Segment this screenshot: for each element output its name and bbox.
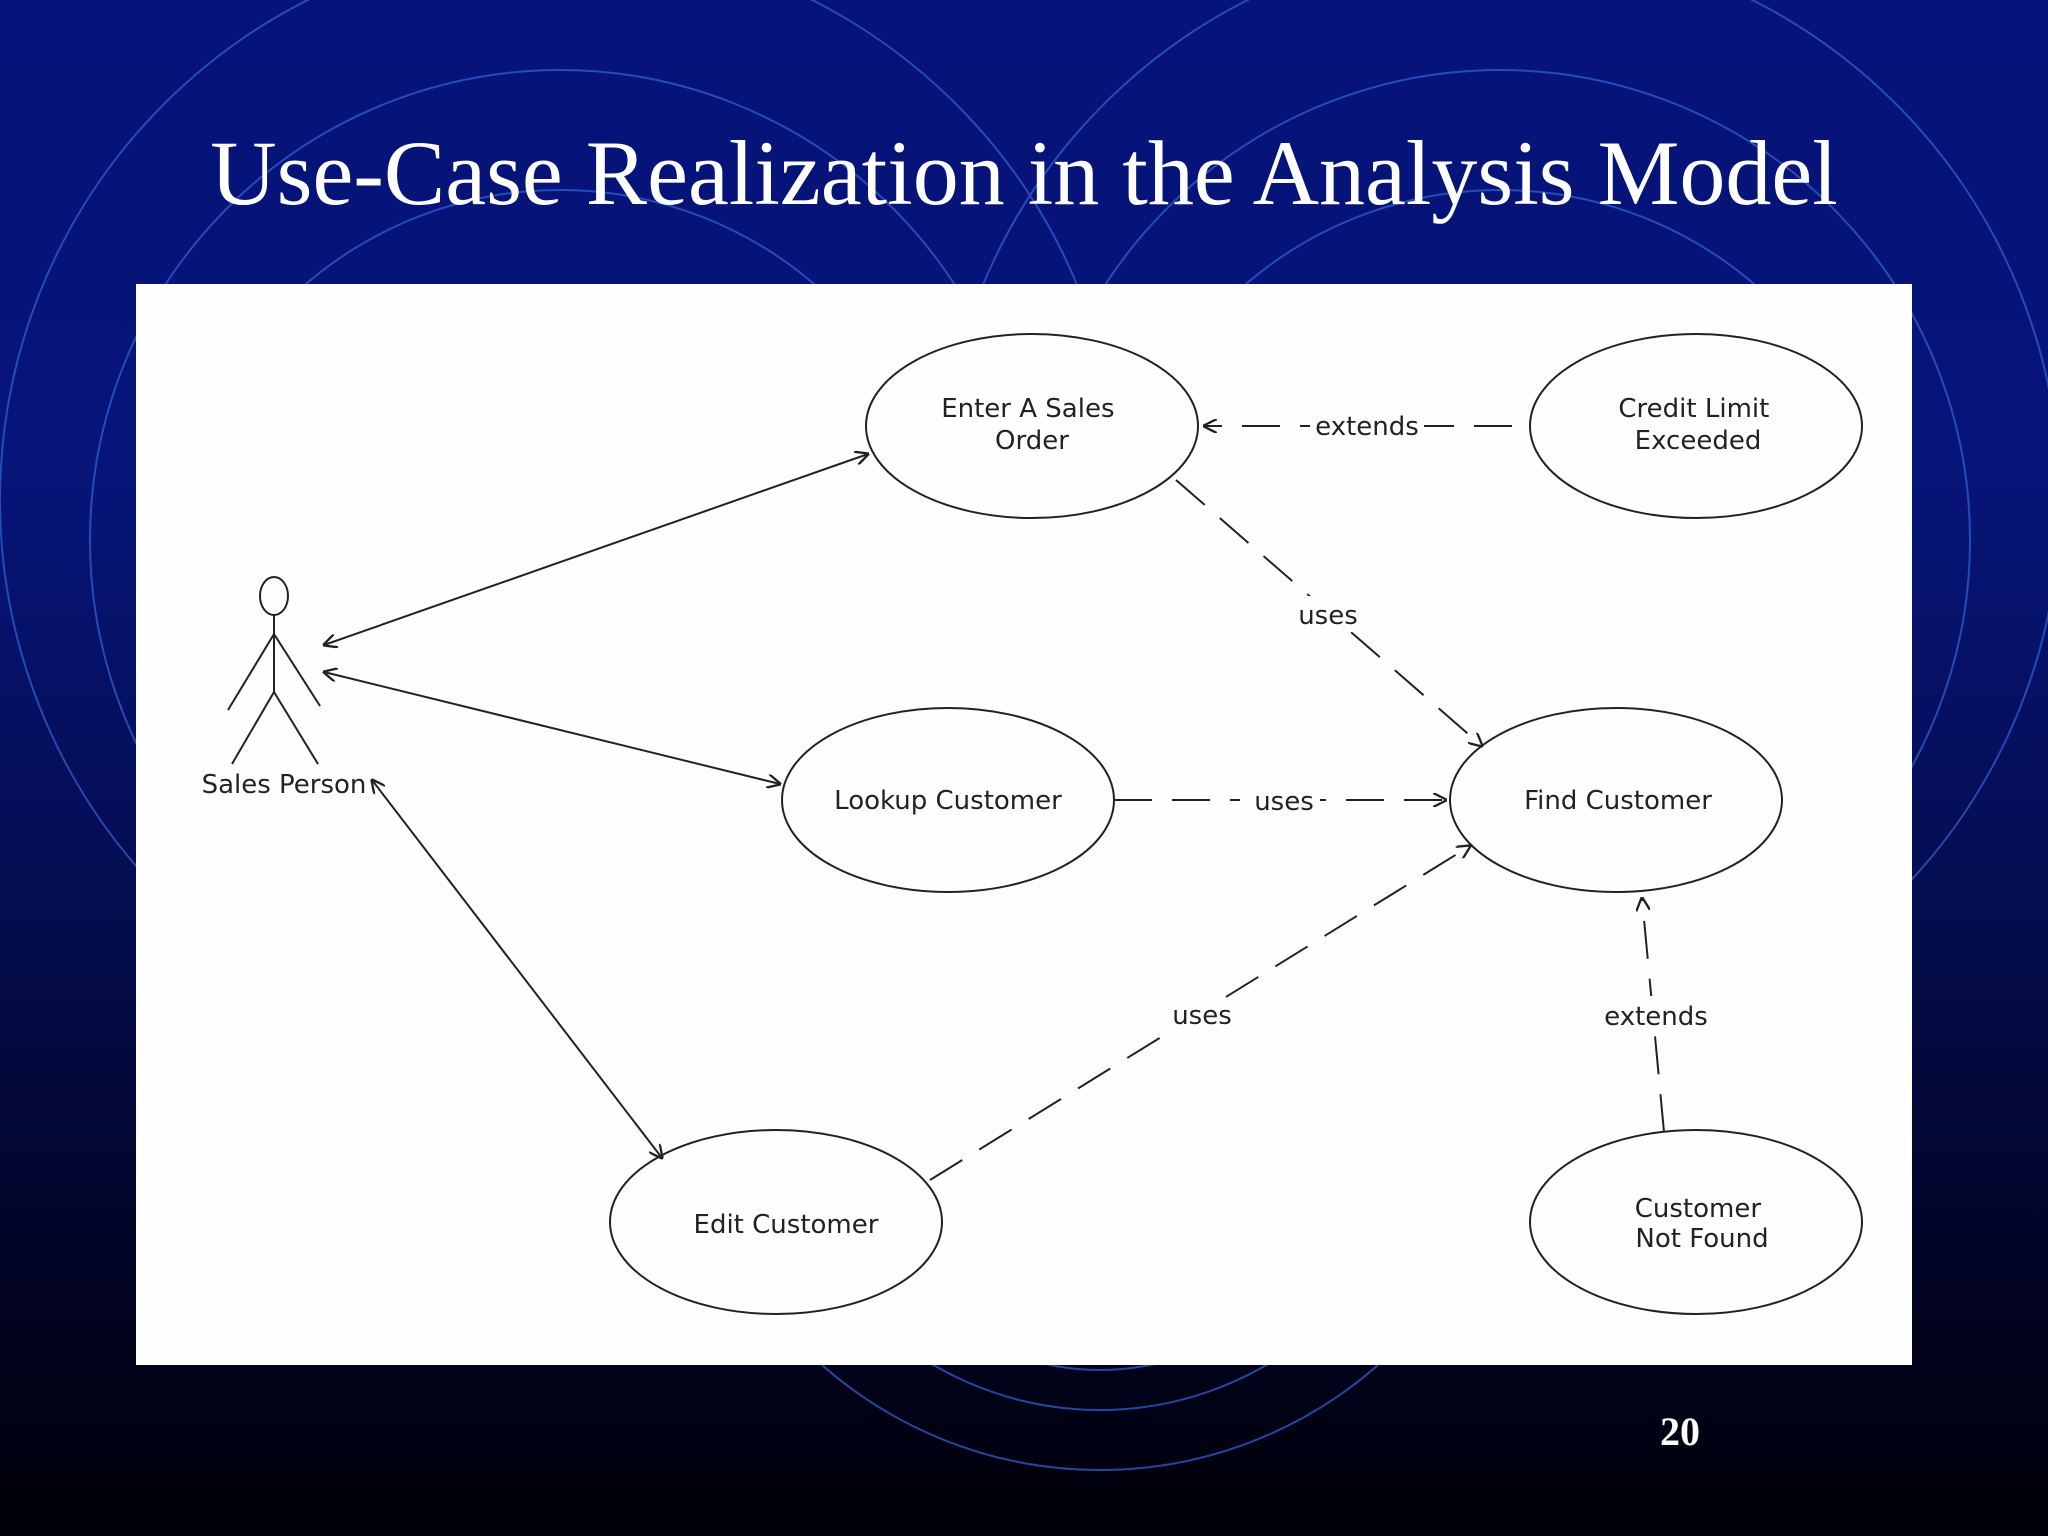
diagram-canvas: Sales Person Enter A Sales Order Credit … [202, 333, 1863, 1315]
edge-label-bg [1310, 404, 1424, 444]
association-actor-edit-customer [372, 780, 662, 1158]
actor-head [259, 576, 289, 616]
use-case-label-line: Exceeded [1635, 426, 1762, 456]
edge-label-bg [1596, 996, 1714, 1034]
use-case-label-line: Customer [1635, 1194, 1762, 1224]
edge-label-extends-credit-limit: extends [1315, 412, 1419, 442]
actor-right-leg [273, 691, 319, 765]
use-case-edit-customer [609, 1129, 943, 1315]
use-case-label-customer-not-found: Customer Not Found [1635, 1194, 1770, 1254]
use-case-label-credit-limit-exceeded: Credit Limit Exceeded [1618, 394, 1777, 456]
use-case-label-line: Lookup Customer [834, 786, 1062, 816]
actor-label: Sales Person [202, 770, 367, 800]
use-case-label-line: Order [995, 426, 1069, 456]
use-case-label-line: Find Customer [1524, 786, 1712, 816]
actor-left-arm [227, 633, 275, 711]
use-case-label-enter-sales-order: Enter A Sales Order [941, 394, 1123, 456]
actor-sales-person [227, 576, 321, 765]
slide-number: 20 [1660, 1409, 1700, 1454]
use-case-label-line: Edit Customer [694, 1210, 879, 1240]
use-case-label-find-customer: Find Customer [1524, 786, 1712, 816]
actor-left-leg [231, 691, 275, 765]
use-case-label-line: Enter A Sales [941, 394, 1114, 424]
actor-right-arm [273, 633, 321, 707]
edge-label-bg [1240, 780, 1320, 818]
use-case-label-line: Not Found [1635, 1224, 1768, 1254]
use-case-customer-not-found [1529, 1129, 1863, 1315]
use-case-find-customer [1449, 707, 1783, 893]
use-case-diagram: Sales Person Enter A Sales Order Credit … [136, 284, 1912, 1365]
use-case-credit-limit-exceeded [1529, 333, 1863, 519]
use-case-label-edit-customer: Edit Customer [694, 1210, 879, 1240]
use-case-label-lookup-customer: Lookup Customer [834, 786, 1062, 816]
edge-label-bg [1160, 998, 1244, 1034]
association-actor-lookup-customer [324, 672, 780, 784]
use-case-label-line: Credit Limit [1618, 394, 1769, 424]
use-case-enter-sales-order [865, 333, 1199, 519]
edge-label-uses-enter-sales-order: uses [1298, 601, 1358, 631]
edge-label-extends-customer-not-found: extends [1604, 1002, 1708, 1032]
edge-label-uses-edit-customer: uses [1172, 1001, 1232, 1031]
edge-label-bg [1284, 596, 1372, 632]
slide-title: Use-Case Realization in the Analysis Mod… [210, 122, 1838, 224]
edge-label-uses-lookup-customer: uses [1254, 787, 1314, 817]
association-actor-enter-sales-order [324, 454, 868, 645]
